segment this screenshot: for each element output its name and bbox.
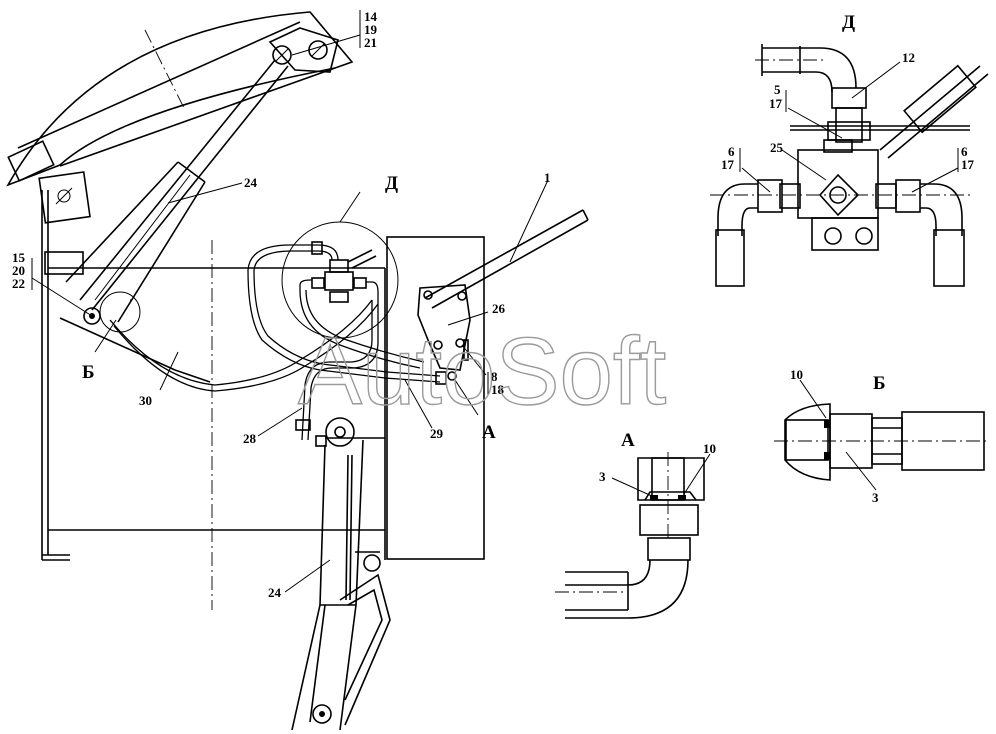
detail-view-d: Д	[710, 12, 989, 287]
detail-d-callout-5: 5	[774, 82, 781, 97]
detail-a-callout-10: 10	[703, 441, 716, 456]
frame	[41, 190, 386, 610]
detail-d-callout-group-6-17-left: 6 17	[721, 144, 735, 172]
lever	[424, 209, 589, 309]
callout-24-bottom: 24	[268, 585, 282, 600]
hose-lines	[109, 241, 447, 447]
callout-26: 26	[492, 301, 506, 316]
view-marker-b: Б	[82, 362, 95, 383]
callout-24-top: 24	[244, 175, 258, 190]
hinged-cover	[6, 11, 354, 187]
detail-view-b: Б 10 3	[774, 367, 990, 505]
detail-d-callout-25: 25	[770, 140, 784, 155]
callout-15: 15	[12, 250, 26, 265]
lower-cylinder	[291, 417, 391, 731]
callout-22: 22	[12, 276, 25, 291]
upper-cylinder	[65, 59, 289, 325]
callout-19: 19	[364, 22, 378, 37]
detail-b-callout-3: 3	[872, 490, 879, 505]
callout-group-14-19-21: 14 19 21	[364, 9, 378, 50]
detail-d-callout-group-5-17: 5 17	[769, 82, 783, 111]
callout-29: 29	[430, 426, 444, 441]
main-assembly-view: 14 19 21 15 20 22 24 30 28 29 1 26 8 18 …	[6, 9, 589, 731]
detail-d-callout-17-right: 17	[961, 157, 975, 172]
main-leaders	[31, 10, 549, 593]
callout-30: 30	[139, 393, 152, 408]
watermark-text: AutoSoft	[298, 318, 666, 425]
detail-b-title: Б	[873, 373, 886, 394]
detail-a-callout-3: 3	[599, 469, 606, 484]
callout-14: 14	[364, 9, 378, 24]
callout-1: 1	[544, 170, 551, 185]
detail-d-callout-6-left: 6	[728, 144, 735, 159]
callout-8: 8	[491, 369, 498, 384]
top-pivot-bracket	[268, 27, 339, 73]
callout-28: 28	[243, 431, 257, 446]
detail-a-title: А	[621, 430, 635, 451]
detail-view-a: А 3 10	[555, 430, 716, 619]
detail-d-callout-17-left: 17	[721, 157, 735, 172]
detail-d-callout-6-right: 6	[961, 144, 968, 159]
callout-group-8-18: 8 18	[491, 369, 505, 397]
detail-d-callout-group-6-17-right: 6 17	[961, 144, 975, 172]
hinge-plate	[38, 171, 91, 224]
view-marker-d: Д	[385, 173, 398, 194]
detail-d-callout-17: 17	[769, 96, 783, 111]
detail-d-callout-12: 12	[902, 50, 915, 65]
detail-b-callout-10: 10	[790, 367, 803, 382]
control-panel	[386, 236, 485, 560]
callout-group-15-20-22: 15 20 22	[12, 250, 26, 291]
callout-20: 20	[12, 263, 25, 278]
detail-d-title: Д	[842, 12, 855, 33]
callout-21: 21	[364, 35, 377, 50]
view-marker-a: А	[482, 422, 496, 443]
callout-18: 18	[491, 382, 505, 397]
